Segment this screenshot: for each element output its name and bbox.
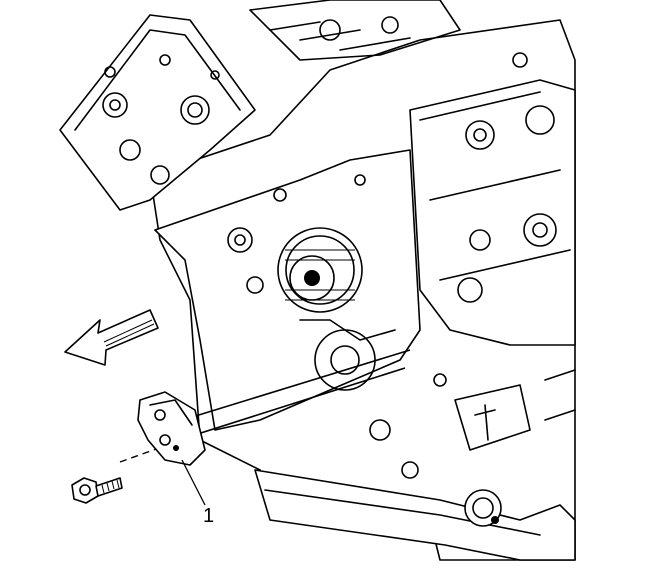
intake-manifold (249, 0, 528, 68)
timing-sprocket (277, 227, 363, 313)
callout-1: 1 (181, 459, 214, 527)
sensor-bracket-part (137, 391, 206, 466)
bolt (71, 477, 123, 504)
left-cylinder-head (59, 14, 256, 211)
oil-pan (254, 469, 576, 561)
removal-direction-arrow (64, 309, 159, 366)
lower-right-block-details (369, 369, 576, 479)
callout-1-label: 1 (203, 505, 214, 527)
right-cylinder-head (409, 79, 576, 346)
